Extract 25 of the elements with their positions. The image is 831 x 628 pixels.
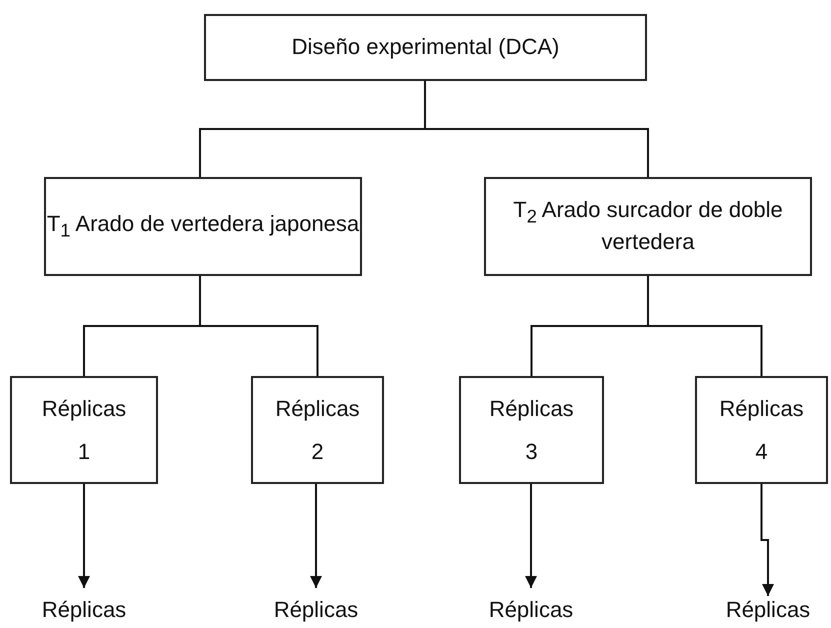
replicate-box <box>251 376 384 484</box>
outcome-label: Réplicas <box>726 598 810 622</box>
box-text: Réplicas 3 <box>488 395 575 466</box>
outcome-label: Réplicas <box>274 598 358 622</box>
connector-line <box>199 276 318 376</box>
process-box <box>44 177 362 276</box>
process-box <box>484 177 812 276</box>
outcome-label: Réplicas <box>488 598 574 622</box>
box-text: Diseño experimental (DCA) <box>292 33 560 62</box>
box-text: T$_{2}$ Arado surcador de doble vertedera <box>512 196 784 256</box>
replicate-box <box>10 376 158 484</box>
arrow <box>78 484 90 588</box>
process-box <box>204 14 647 81</box>
outcome-label: Réplicas <box>42 598 126 622</box>
box-text: Réplicas 1 <box>40 395 128 466</box>
connector-line <box>424 81 649 177</box>
box-text: Réplicas 4 <box>718 395 805 466</box>
box-text: T$_{1}$ Arado de vertedera japonesa <box>46 210 360 243</box>
arrow <box>760 484 774 596</box>
arrow <box>310 484 322 588</box>
arrow <box>525 484 537 588</box>
connector-line <box>647 276 762 376</box>
replicate-box <box>695 376 828 484</box>
box-text: Réplicas 2 <box>274 395 361 466</box>
replicate-box <box>459 376 604 484</box>
